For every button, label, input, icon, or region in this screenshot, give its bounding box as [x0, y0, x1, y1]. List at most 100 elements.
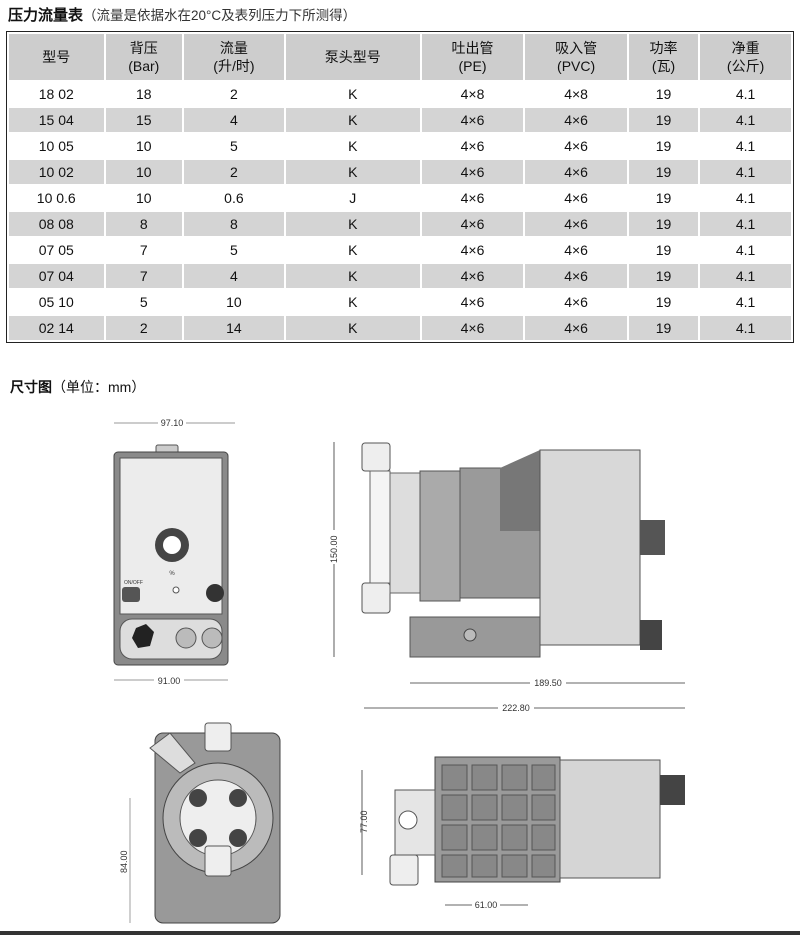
table-cell: 19: [655, 138, 672, 154]
header-label: 净重: [731, 40, 760, 56]
table-cell: 19: [628, 108, 699, 132]
table-cell: K: [285, 108, 420, 132]
table-cell: 4×6: [525, 160, 627, 184]
table-cell: 4×8: [460, 86, 485, 102]
dim-head-height: 84.00: [119, 850, 129, 873]
pump-head-drawing: 84.00: [119, 722, 281, 924]
table-cell: 4×6: [525, 264, 627, 288]
on-off-label: ON/OFF: [124, 580, 143, 586]
table-cell: 07 05: [38, 242, 74, 258]
table-cell: 4.1: [735, 190, 756, 206]
table-cell: 2: [105, 316, 182, 340]
table-cell: 4×6: [421, 264, 524, 288]
table-cell: J: [349, 190, 357, 206]
table-cell: 19: [655, 190, 672, 206]
table-cell: 4×6: [460, 138, 485, 154]
front-view-drawing: 97.10 % ON/OFF 91.00: [113, 418, 235, 686]
table-cell: 4×6: [564, 190, 588, 206]
table-cell: 5: [139, 294, 148, 310]
header-label: 流量: [219, 40, 248, 56]
table-cell: 18: [135, 86, 152, 102]
table-cell: 4: [184, 108, 284, 132]
table-cell: 4: [184, 264, 284, 288]
header-unit: (Bar): [128, 58, 160, 74]
column-header: 型号: [9, 34, 104, 80]
table-cell: 4×6: [421, 316, 524, 340]
table-cell: 8: [105, 212, 182, 236]
table-cell: 19: [628, 160, 699, 184]
table-cell: 10 05: [38, 138, 74, 154]
table-cell: 5: [229, 242, 238, 258]
table-cell: 19: [655, 86, 672, 102]
header-label: 吸入管: [555, 40, 598, 56]
table-cell: 4×6: [525, 212, 627, 236]
table-cell: 7: [139, 242, 148, 258]
table-cell: 2: [184, 160, 284, 184]
table-cell: 4×6: [525, 316, 627, 340]
header-label: 吐出管: [451, 40, 494, 56]
top-view-drawing: 77.00 61.00: [359, 756, 685, 910]
header-label: 功率: [649, 40, 678, 56]
svg-text:%: %: [169, 571, 175, 577]
table-cell: 4×6: [421, 108, 524, 132]
table-cell: 4×6: [460, 190, 485, 206]
dim-side-total: 222.80: [502, 703, 530, 713]
table-cell: 15 04: [9, 108, 104, 132]
table-cell: 4×6: [460, 294, 485, 310]
table-cell: 07 04: [9, 264, 104, 288]
side-view-drawing: 150.00 189.50 222.80: [328, 442, 685, 713]
table-title: 压力流量表（流量是依据水在20°C及表列压力下所测得）: [8, 7, 357, 24]
table-cell: 19: [628, 212, 699, 236]
table-cell: K: [285, 160, 420, 184]
table-cell: 8: [184, 212, 284, 236]
header-unit: (PE): [458, 58, 487, 74]
table-cell: 19: [628, 264, 699, 288]
table-cell: 10 0.6: [36, 190, 76, 206]
table-cell: K: [285, 264, 420, 288]
table-cell: 4.1: [735, 86, 756, 102]
dim-top-width: 61.00: [475, 900, 498, 910]
table-cell: 19: [655, 294, 672, 310]
column-header: 功率(瓦): [628, 34, 699, 80]
table-cell: 4.1: [700, 160, 791, 184]
pressure-flow-table: 型号 背压 (Bar) 流量(升/时)泵头型号 吐出管 (PE) 吸入管 (PVC) 功率(瓦)…: [6, 31, 794, 343]
table-cell: 19: [628, 316, 699, 340]
dim-side-inner: 189.50: [534, 678, 562, 688]
table-cell: K: [348, 86, 358, 102]
table-cell: 19: [655, 242, 672, 258]
bottom-divider: [0, 931, 800, 935]
column-header: 吸入管 (PVC): [525, 34, 627, 80]
table-note: （流量是依据水在20°C及表列压力下所测得）: [83, 8, 357, 23]
table-cell: 2: [229, 86, 238, 102]
table-cell: 7: [105, 264, 182, 288]
header-unit: (PVC): [557, 58, 596, 74]
dimension-title: 尺寸图（单位：mm）: [10, 379, 146, 395]
dim-front-bottom: 91.00: [158, 676, 181, 686]
header-label: 背压: [129, 40, 158, 56]
table-cell: K: [348, 138, 358, 154]
table-cell: 4×6: [564, 138, 588, 154]
table-cell: K: [348, 294, 358, 310]
table-cell: 05 10: [38, 294, 74, 310]
table-cell: 4×6: [564, 242, 588, 258]
table-cell: 4×6: [421, 212, 524, 236]
table-cell: 4.1: [735, 242, 756, 258]
table-cell: K: [285, 316, 420, 340]
column-header: 流量(升/时): [184, 34, 284, 80]
table-cell: 18 02: [38, 86, 74, 102]
column-header: 泵头型号: [285, 34, 420, 80]
table-cell: 15: [105, 108, 182, 132]
column-header: 净重(公斤): [700, 34, 791, 80]
header-label: 型号: [42, 49, 71, 65]
dimension-unit: （单位：mm）: [52, 379, 146, 395]
